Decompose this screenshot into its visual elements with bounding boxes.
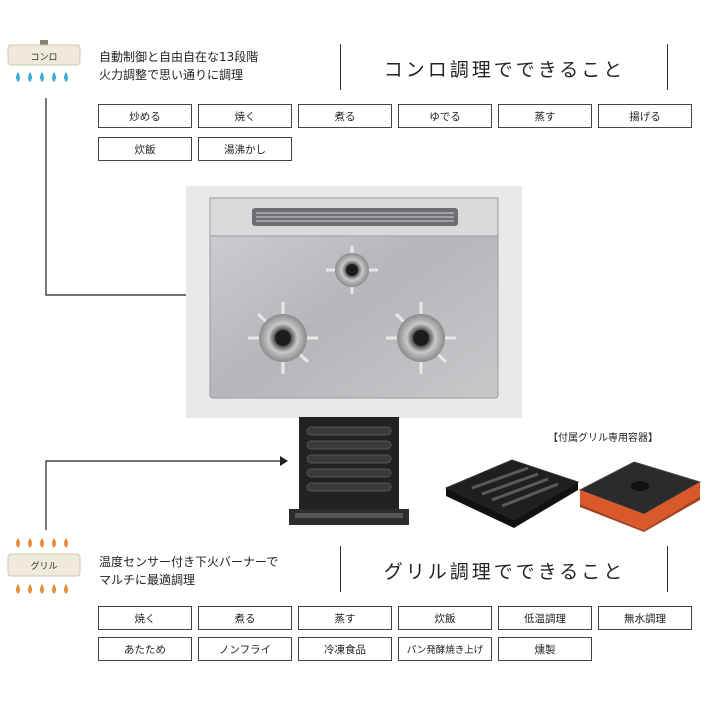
grill-badge-label: グリル <box>30 562 58 572</box>
konro-tag: 揚げる <box>598 104 692 128</box>
cooktop-image <box>186 186 522 418</box>
konro-tag: ゆでる <box>398 104 492 128</box>
grill-tag: 低温調理 <box>498 606 592 630</box>
konro-title: コンロ調理でできること <box>383 59 626 81</box>
grill-tag: パン発酵焼き上げ <box>398 637 492 661</box>
grill-connector-arrow <box>45 456 288 530</box>
burner-right <box>386 302 456 374</box>
grill-title: グリル調理でできること <box>383 561 626 583</box>
konro-tag: 炊飯 <box>98 137 192 161</box>
grill-title-right-bar <box>667 546 668 592</box>
konro-badge-label: コンロ <box>30 53 58 63</box>
grill-tag: 蒸す <box>298 606 392 630</box>
grill-tag: ノンフライ <box>198 637 292 661</box>
konro-tag: 蒸す <box>498 104 592 128</box>
grill-tag: 燻製 <box>498 637 592 661</box>
grill-tag: あたため <box>98 637 192 661</box>
grill-tag: 焼く <box>98 606 192 630</box>
konro-description: 自動制御と自由自在な13段階 火力調整で思い通りに調理 <box>99 50 259 82</box>
grill-description: 温度センサー付き下火バーナーで マルチに最適調理 <box>99 555 279 587</box>
grill-tag: 煮る <box>198 606 292 630</box>
burner-back <box>326 246 378 294</box>
grill-title-left-bar <box>340 546 341 592</box>
burner-left <box>248 302 318 374</box>
flame-icons <box>16 72 68 82</box>
accessory-label: 【付属グリル専用容器】 <box>548 433 658 444</box>
konro-tag: 焼く <box>198 104 292 128</box>
konro-title-right-bar <box>667 44 668 90</box>
grill-tag: 炊飯 <box>398 606 492 630</box>
konro-tag: 煮る <box>298 104 392 128</box>
grill-pan-image <box>444 459 580 528</box>
grill-tag: 無水調理 <box>598 606 692 630</box>
konro-tag: 炒める <box>98 104 192 128</box>
konro-tag: 湯沸かし <box>198 137 292 161</box>
grill-badge: グリル <box>4 536 84 604</box>
grill-tag: 冷凍食品 <box>298 637 392 661</box>
konro-badge: コンロ <box>4 38 84 94</box>
pot-icon <box>7 40 81 82</box>
flame-icons-bottom <box>16 584 68 594</box>
konro-connector-arrow <box>45 98 200 300</box>
grill-drawer-image <box>289 417 409 525</box>
flame-icons-top <box>16 538 68 548</box>
grill-flame-icon <box>7 538 81 594</box>
grill-lidded-container-image <box>578 461 702 532</box>
konro-title-left-bar <box>340 44 341 90</box>
